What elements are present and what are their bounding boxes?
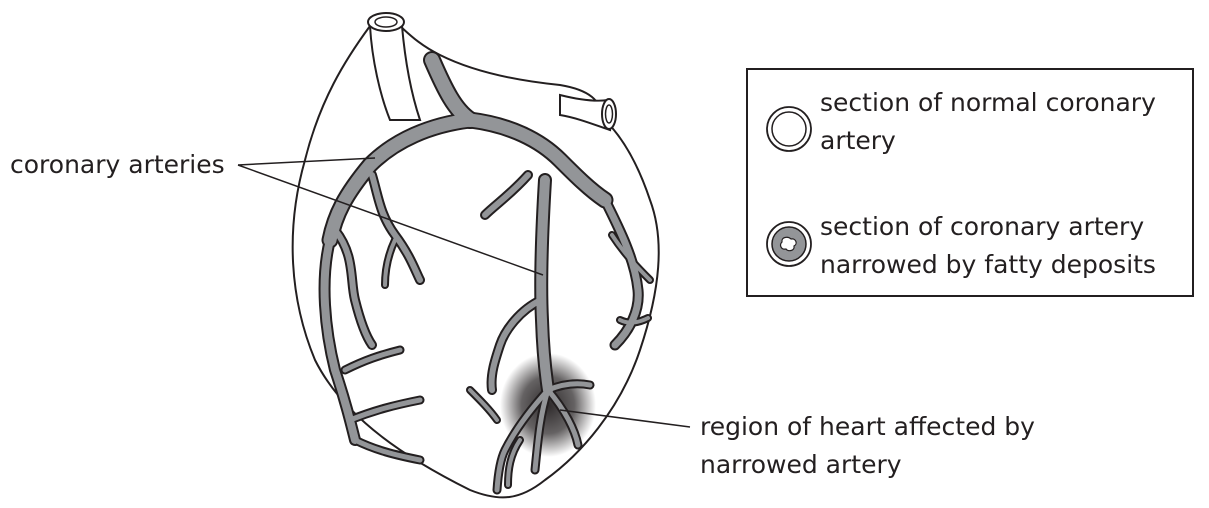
legend-narrowed-line1: section of coronary artery xyxy=(820,210,1144,243)
legend-narrowed-line2: narrowed by fatty deposits xyxy=(820,248,1156,281)
label-affected-region-line2: narrowed artery xyxy=(700,448,902,481)
aorta-opening xyxy=(368,13,404,31)
label-affected-region-line1: region of heart affected by xyxy=(700,410,1035,443)
legend-normal-line2: artery xyxy=(820,124,896,157)
side-vessel-opening xyxy=(602,99,616,129)
legend-normal-line1: section of normal coronary xyxy=(820,86,1156,119)
label-coronary-arteries: coronary arteries xyxy=(10,148,225,181)
